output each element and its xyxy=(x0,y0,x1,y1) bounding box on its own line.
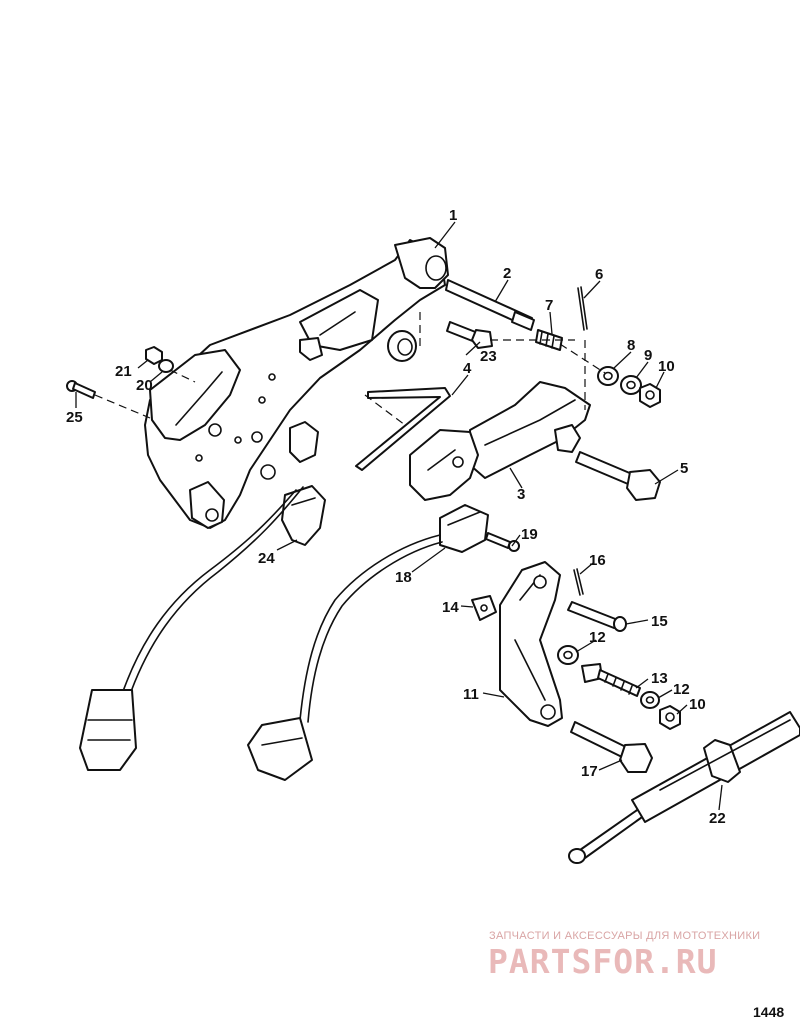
cotter-pin-6 xyxy=(577,286,588,331)
nut-10 xyxy=(639,383,661,408)
callout-24: 24 xyxy=(258,550,275,567)
callout-14: 14 xyxy=(442,599,459,616)
callout-12-lower: 12 xyxy=(673,681,690,698)
link-rod-4 xyxy=(355,387,451,471)
lever-11 xyxy=(499,561,563,727)
callout-4: 4 xyxy=(463,360,472,377)
cotter-pin-16 xyxy=(573,568,584,596)
pin-15 xyxy=(567,601,627,632)
screw-25 xyxy=(66,380,96,399)
callout-18: 18 xyxy=(395,569,412,586)
leader-lines xyxy=(75,221,723,811)
washer-8 xyxy=(597,366,619,386)
callout-10-upper: 10 xyxy=(658,358,675,375)
watermark-logo: PARTSFOR.RU xyxy=(488,942,718,981)
callout-20: 20 xyxy=(136,377,153,394)
callout-12-upper: 12 xyxy=(589,629,606,646)
callout-22: 22 xyxy=(709,810,726,827)
assembly-lines xyxy=(94,312,606,426)
figure-number: 1448 xyxy=(753,1004,785,1020)
callout-21: 21 xyxy=(115,363,132,380)
callout-6: 6 xyxy=(595,266,603,283)
callout-10-lower: 10 xyxy=(689,696,706,713)
bolt-5 xyxy=(575,451,661,501)
bolt-2 xyxy=(445,279,535,331)
callout-19: 19 xyxy=(521,526,538,543)
washer-12-lower xyxy=(640,691,660,709)
washer-20 xyxy=(158,359,174,373)
washer-9 xyxy=(620,375,642,395)
callout-15: 15 xyxy=(651,613,668,630)
bolt-23 xyxy=(446,321,493,349)
shift-cylinder-22 xyxy=(568,711,800,864)
sensor-24 xyxy=(79,485,326,771)
callout-9: 9 xyxy=(644,347,652,364)
bolt-17 xyxy=(570,721,653,773)
stud-13 xyxy=(581,663,641,697)
sensor-18 xyxy=(247,504,489,781)
screw-19 xyxy=(485,532,520,552)
watermark-tagline: ЗАПЧАСТИ И АКСЕССУАРЫ ДЛЯ МОТОТЕХНИКИ xyxy=(489,930,761,942)
lever-assembly-3 xyxy=(409,381,591,501)
callout-11: 11 xyxy=(463,686,479,703)
nut-21 xyxy=(145,346,163,365)
nut-10-lower xyxy=(659,705,681,730)
callout-13: 13 xyxy=(651,670,668,687)
callout-16: 16 xyxy=(589,552,606,569)
callout-7: 7 xyxy=(545,297,553,314)
callout-25: 25 xyxy=(66,409,83,426)
main-bracket xyxy=(144,237,449,529)
callout-3: 3 xyxy=(517,486,525,503)
callout-5: 5 xyxy=(680,460,688,477)
washer-12-upper xyxy=(557,645,579,665)
callout-1: 1 xyxy=(449,207,457,224)
callout-labels: 1 2 6 7 23 8 9 10 4 5 3 21 20 25 24 19 1… xyxy=(66,207,726,827)
callout-8: 8 xyxy=(627,337,635,354)
callout-23: 23 xyxy=(480,348,497,365)
callout-17: 17 xyxy=(581,763,598,780)
callout-2: 2 xyxy=(503,265,511,282)
bracket-14 xyxy=(471,595,497,621)
